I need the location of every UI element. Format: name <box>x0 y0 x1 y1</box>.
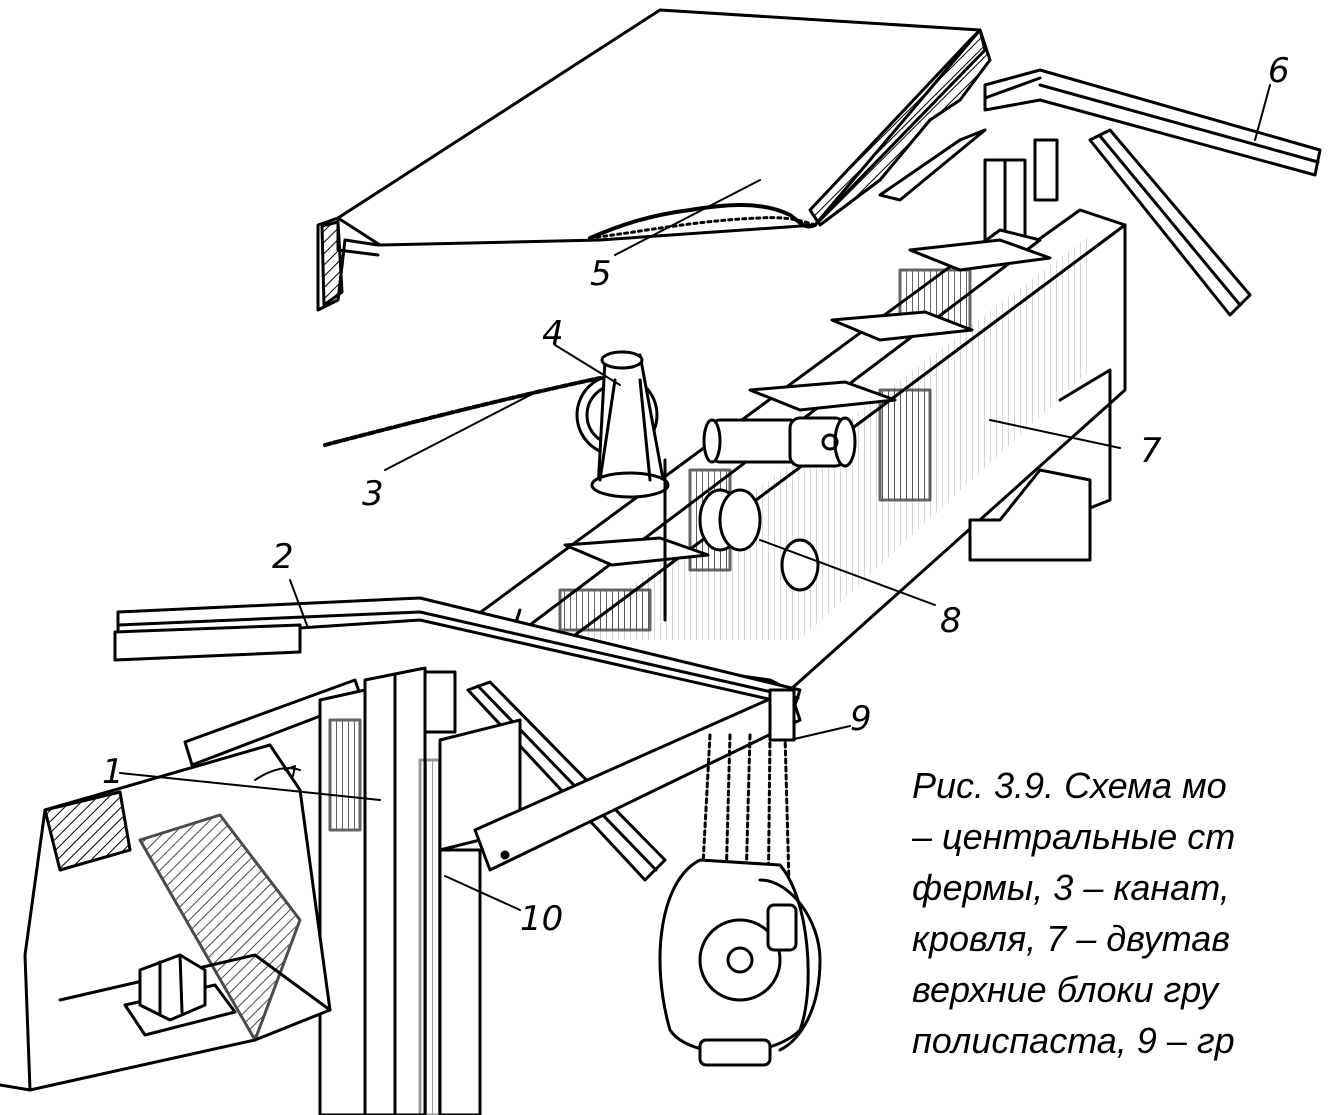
cable <box>323 376 602 447</box>
leader-lines <box>119 84 1271 911</box>
central-post <box>318 666 522 1115</box>
label-9: 9 <box>850 699 872 739</box>
winch <box>698 416 857 592</box>
label-2: 2 <box>272 537 294 577</box>
label-4: 4 <box>542 314 564 354</box>
base-detail <box>0 743 332 1092</box>
roof-slab <box>316 8 992 312</box>
label-6: 6 <box>1268 51 1290 91</box>
pulley-4 <box>575 350 670 622</box>
label-3: 3 <box>362 474 384 514</box>
caption-line: Рис. 3.9. Схема мо <box>912 765 1227 806</box>
crossbar-plates <box>563 238 1052 567</box>
label-7: 7 <box>1140 431 1162 471</box>
caption-line: верхние блоки гру <box>912 969 1219 1010</box>
label-1: 1 <box>102 752 124 792</box>
caption-line: фермы, 3 – канат, <box>912 867 1230 908</box>
figure-caption: Рис. 3.9. Схема мо – центральные ст ферм… <box>912 760 1328 1115</box>
label-10: 10 <box>520 899 563 939</box>
caption-line: полиспаста, 9 – гр <box>912 1020 1235 1061</box>
hoist-tackle <box>658 688 822 1067</box>
label-5: 5 <box>590 254 612 294</box>
caption-line: кровля, 7 – двутав <box>912 918 1231 959</box>
label-8: 8 <box>940 601 962 641</box>
caption-line: – центральные ст <box>912 816 1236 857</box>
